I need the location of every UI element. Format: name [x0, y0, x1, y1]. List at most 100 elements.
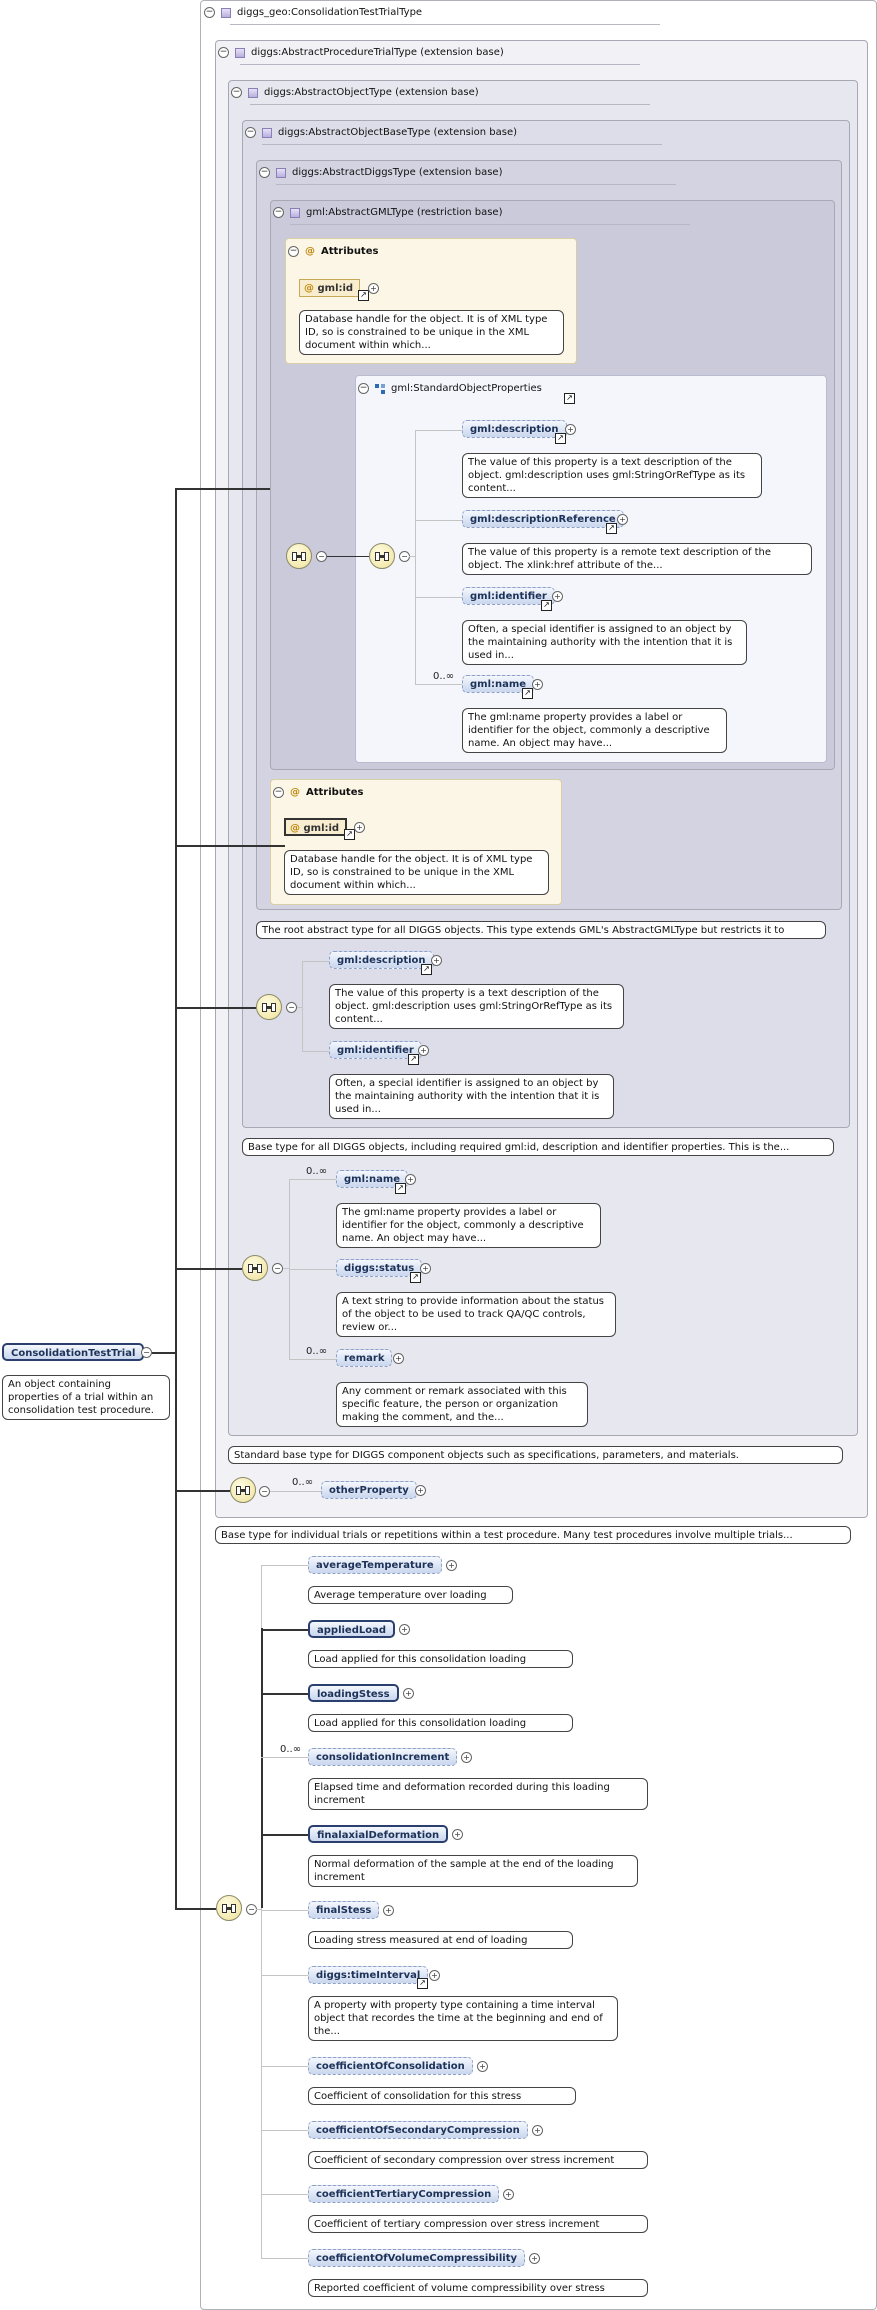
- attribute-icon: @: [290, 787, 300, 798]
- element-coefficient-of-volume-compressibility[interactable]: coefficientOfVolumeCompressibility: [308, 2249, 526, 2267]
- sequence-compositor-icon[interactable]: [256, 994, 282, 1020]
- attribute-icon: @: [290, 823, 300, 834]
- type-title: diggs:AbstractProcedureTrialType (extens…: [251, 47, 504, 58]
- collapse-icon[interactable]: −: [218, 47, 229, 58]
- collapse-icon[interactable]: −: [272, 1263, 283, 1274]
- expand-icon[interactable]: +: [429, 1970, 440, 1981]
- reference-icon[interactable]: ↗: [344, 829, 355, 840]
- type-header-t2[interactable]: − diggs:AbstractObjectType (extension ba…: [231, 87, 479, 98]
- expand-icon[interactable]: +: [418, 1045, 429, 1056]
- expand-icon[interactable]: +: [399, 1624, 410, 1635]
- type-header-t3[interactable]: − diggs:AbstractObjectBaseType (extensio…: [245, 127, 517, 138]
- reference-icon[interactable]: ↗: [541, 600, 552, 611]
- element-coefficient-of-secondary-compression[interactable]: coefficientOfSecondaryCompression: [308, 2121, 528, 2139]
- reference-icon[interactable]: ↗: [358, 290, 369, 301]
- collapse-icon[interactable]: −: [259, 167, 270, 178]
- element-loading-stess[interactable]: loadingStess: [308, 1684, 399, 1702]
- expand-icon[interactable]: +: [565, 424, 576, 435]
- reference-icon[interactable]: ↗: [395, 1183, 406, 1194]
- expand-icon[interactable]: +: [532, 679, 543, 690]
- reference-icon[interactable]: ↗: [606, 523, 617, 534]
- expand-icon[interactable]: +: [431, 955, 442, 966]
- element-doc: Coefficient of secondary compression ove…: [308, 2151, 648, 2169]
- element-doc: Elapsed time and deformation recorded du…: [308, 1778, 648, 1810]
- cardinality-label: 0..∞: [280, 1744, 302, 1755]
- collapse-icon[interactable]: −: [273, 207, 284, 218]
- collapse-icon[interactable]: −: [245, 127, 256, 138]
- choice-compositor-icon[interactable]: [230, 1477, 256, 1503]
- element-label: gml:name: [470, 679, 527, 690]
- reference-icon[interactable]: ↗: [522, 688, 533, 699]
- element-gml-description[interactable]: gml:description: [329, 951, 434, 969]
- expand-icon[interactable]: +: [403, 1688, 414, 1699]
- group-header[interactable]: − gml:StandardObjectProperties: [358, 383, 542, 394]
- expand-icon[interactable]: +: [354, 822, 365, 833]
- expand-icon[interactable]: +: [393, 1353, 404, 1364]
- element-gml-description[interactable]: gml:description: [462, 420, 567, 438]
- collapse-icon[interactable]: −: [259, 1486, 270, 1497]
- collapse-icon[interactable]: −: [204, 7, 215, 18]
- expand-icon[interactable]: +: [420, 1263, 431, 1274]
- collapse-icon[interactable]: −: [288, 246, 299, 257]
- element-other-property[interactable]: otherProperty: [321, 1481, 417, 1499]
- element-label: gml:name: [344, 1174, 401, 1185]
- element-applied-load[interactable]: appliedLoad: [308, 1620, 396, 1638]
- reference-icon[interactable]: ↗: [408, 1054, 419, 1065]
- type-header-t1[interactable]: − diggs:AbstractProcedureTrialType (exte…: [218, 47, 504, 58]
- attributes-header[interactable]: − @ Attributes: [273, 787, 363, 798]
- expand-icon[interactable]: +: [461, 1752, 472, 1763]
- reference-icon[interactable]: ↗: [564, 393, 575, 404]
- expand-icon[interactable]: +: [477, 2061, 488, 2072]
- expand-icon[interactable]: +: [405, 1174, 416, 1185]
- element-label: appliedLoad: [317, 1625, 387, 1636]
- reference-icon[interactable]: ↗: [410, 1272, 421, 1283]
- element-final-stess[interactable]: finalStess: [308, 1901, 380, 1919]
- reference-icon[interactable]: ↗: [417, 1978, 428, 1989]
- expand-icon[interactable]: +: [446, 1560, 457, 1571]
- element-label: gml:identifier: [337, 1045, 414, 1056]
- expand-icon[interactable]: +: [415, 1485, 426, 1496]
- attribute-gml-id[interactable]: @ gml:id: [284, 818, 348, 836]
- collapse-icon[interactable]: −: [286, 1002, 297, 1013]
- sequence-compositor-icon[interactable]: [216, 1895, 242, 1921]
- element-gml-description-reference[interactable]: gml:descriptionReference: [462, 510, 624, 528]
- element-diggs-time-interval[interactable]: diggs:timeInterval: [308, 1966, 429, 1984]
- element-average-temperature[interactable]: averageTemperature: [308, 1556, 442, 1574]
- element-coefficient-of-consolidation[interactable]: coefficientOfConsolidation: [308, 2057, 473, 2075]
- collapse-icon[interactable]: −: [231, 87, 242, 98]
- type-doc: Standard base type for DIGGS component o…: [228, 1446, 843, 1464]
- expand-icon[interactable]: +: [503, 2189, 514, 2200]
- expand-icon[interactable]: +: [452, 1829, 463, 1840]
- element-consolidation-increment[interactable]: consolidationIncrement: [308, 1748, 458, 1766]
- type-header-t0[interactable]: − diggs_geo:ConsolidationTestTrialType: [204, 7, 422, 18]
- element-gml-identifier[interactable]: gml:identifier: [329, 1041, 422, 1059]
- expand-icon[interactable]: +: [552, 591, 563, 602]
- collapse-icon[interactable]: −: [316, 551, 327, 562]
- root-element-consolidation-test-trial[interactable]: ConsolidationTestTrial: [2, 1343, 145, 1361]
- expand-icon[interactable]: +: [617, 514, 628, 525]
- element-doc: Loading stress measured at end of loadin…: [308, 1931, 573, 1949]
- reference-icon[interactable]: ↗: [555, 433, 566, 444]
- sequence-compositor-icon[interactable]: [242, 1255, 268, 1281]
- collapse-icon[interactable]: −: [141, 1347, 152, 1358]
- attribute-gml-id[interactable]: @ gml:id: [299, 279, 361, 297]
- element-remark[interactable]: remark: [336, 1349, 393, 1367]
- attributes-header[interactable]: − @ Attributes: [288, 246, 378, 257]
- sequence-compositor-icon[interactable]: [286, 543, 312, 569]
- element-doc: Coefficient of tertiary compression over…: [308, 2215, 648, 2233]
- expand-icon[interactable]: +: [383, 1905, 394, 1916]
- type-header-t5[interactable]: − gml:AbstractGMLType (restriction base): [273, 207, 502, 218]
- complex-type-icon: [221, 7, 231, 18]
- type-header-t4[interactable]: − diggs:AbstractDiggsType (extension bas…: [259, 167, 502, 178]
- sequence-compositor-icon[interactable]: [369, 543, 395, 569]
- element-doc: The gml:name property provides a label o…: [336, 1203, 601, 1248]
- collapse-icon[interactable]: −: [273, 787, 284, 798]
- element-coefficient-tertiary-compression[interactable]: coefficientTertiaryCompression: [308, 2185, 500, 2203]
- element-finalaxial-deformation[interactable]: finalaxialDeformation: [308, 1825, 449, 1843]
- collapse-icon[interactable]: −: [358, 383, 369, 394]
- expand-icon[interactable]: +: [368, 283, 379, 294]
- expand-icon[interactable]: +: [529, 2253, 540, 2264]
- element-gml-name[interactable]: gml:name: [336, 1170, 409, 1188]
- expand-icon[interactable]: +: [532, 2125, 543, 2136]
- reference-icon[interactable]: ↗: [421, 964, 432, 975]
